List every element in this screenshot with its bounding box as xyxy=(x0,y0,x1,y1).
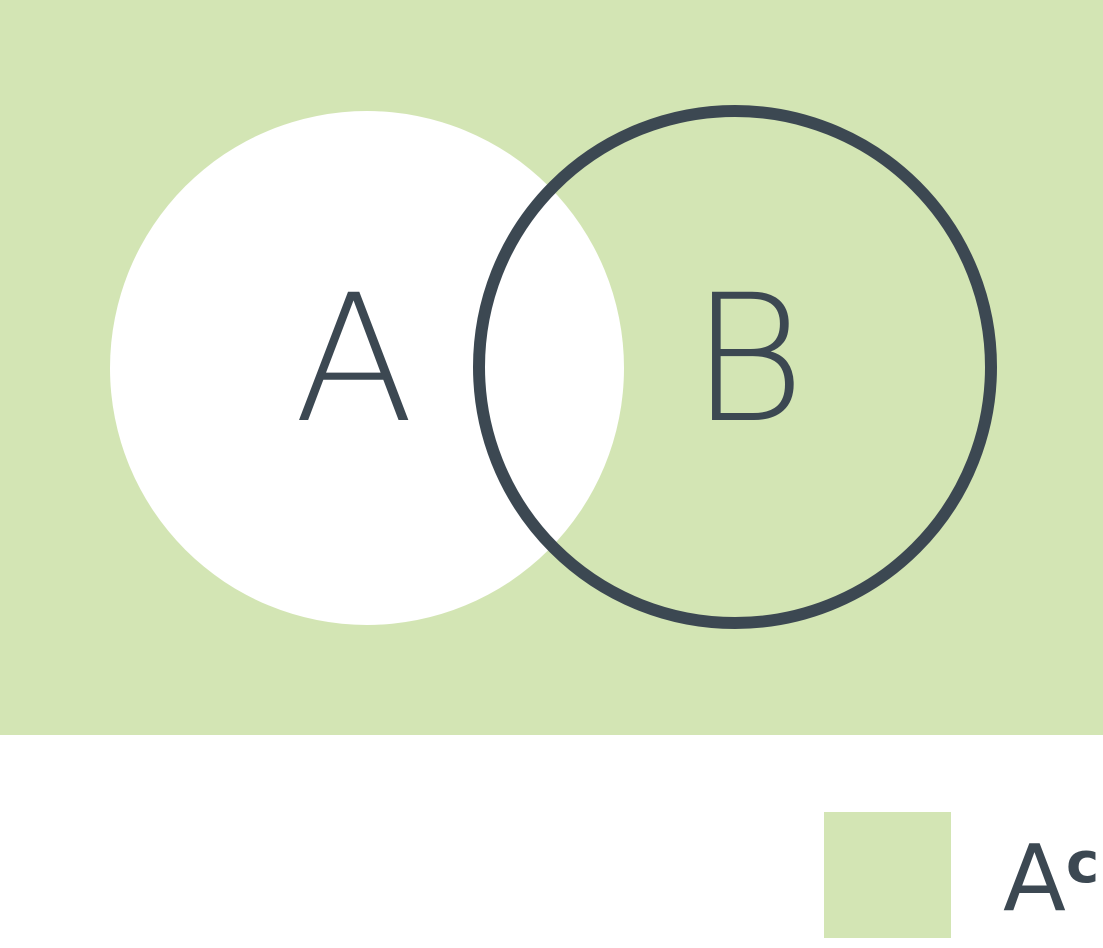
legend-label-superscript: c xyxy=(1066,831,1099,896)
legend-swatch xyxy=(824,812,951,938)
set-b-label: B xyxy=(690,257,805,462)
set-a-circle xyxy=(110,111,624,625)
legend-label: Ac xyxy=(1003,825,1099,932)
set-b-circle xyxy=(473,105,997,629)
legend-label-base: A xyxy=(1003,825,1066,932)
set-a-label: A xyxy=(294,257,414,462)
